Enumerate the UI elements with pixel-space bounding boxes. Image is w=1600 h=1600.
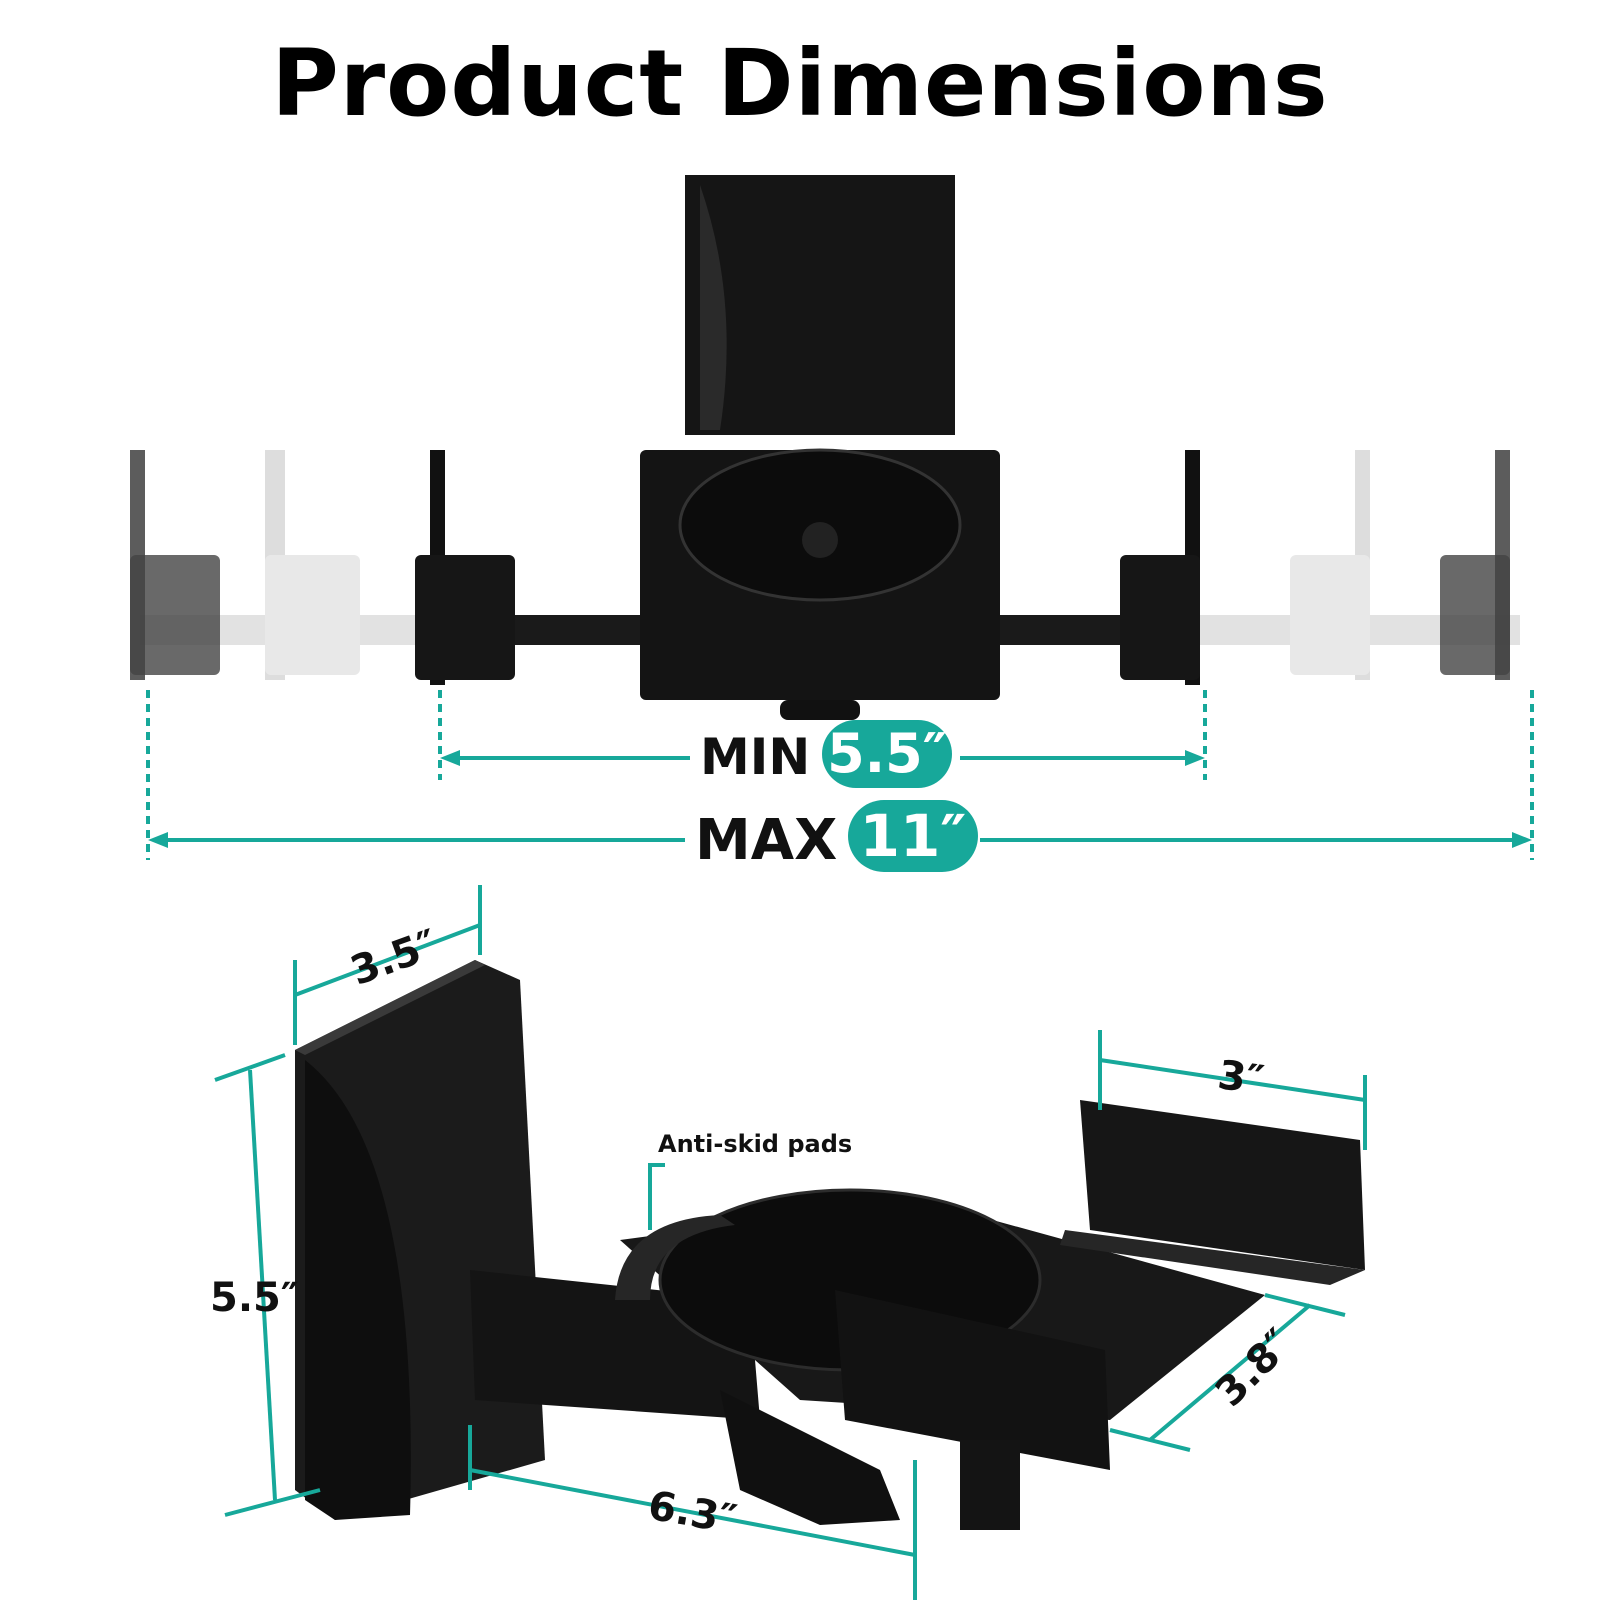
dimension-lines-top <box>146 690 1534 860</box>
max-value-badge: 11″ <box>848 800 978 872</box>
clamp-width-dimension: 3″ <box>1215 1052 1267 1104</box>
top-view-bracket <box>130 175 1520 720</box>
anti-skid-pads-callout: Anti-skid pads <box>658 1130 853 1158</box>
max-label: MAX <box>695 808 838 873</box>
min-value-badge: 5.5″ <box>822 720 952 788</box>
side-view-bracket <box>295 960 1365 1530</box>
dimension-lines-side <box>214 885 1367 1600</box>
page-title: Product Dimensions <box>271 30 1329 137</box>
plate-height-dimension: 5.5″ <box>210 1275 299 1321</box>
min-label: MIN <box>700 728 811 786</box>
